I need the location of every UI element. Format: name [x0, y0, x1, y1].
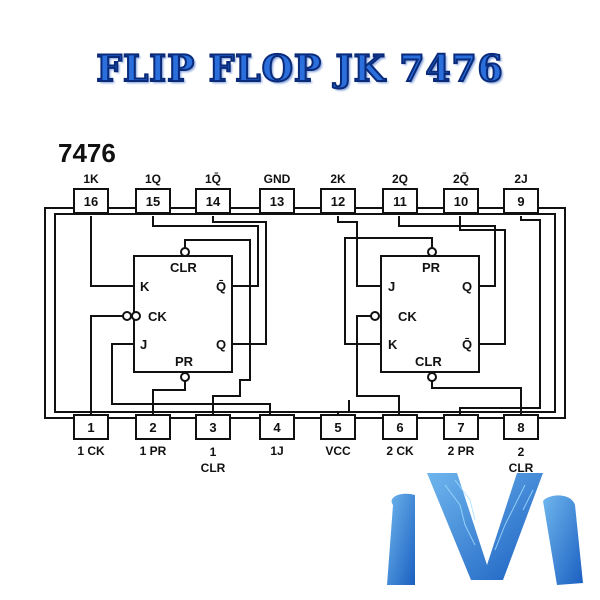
pin-14-label: 1Q̄ — [204, 172, 221, 186]
pin-16-label: 1K — [83, 172, 99, 186]
pin-16: 16 — [73, 188, 109, 214]
page-title: FLIP FLOP JK 7476 — [95, 47, 504, 91]
ff2-pr-label: PR — [422, 260, 441, 275]
m-logo-icon — [387, 473, 583, 585]
pin-12: 12 — [320, 188, 356, 214]
pin-5: 5 — [320, 414, 356, 440]
ff1-q-label: Q — [216, 337, 226, 352]
ff1-k-label: K — [140, 279, 150, 294]
ff2-ck-label: CK — [398, 309, 417, 324]
pin-1: 1 — [73, 414, 109, 440]
chip-name: 7476 — [58, 138, 116, 168]
pin-9-label: 2J — [514, 172, 528, 186]
pin-14: 14 — [195, 188, 231, 214]
ff2-k-label: K — [388, 337, 398, 352]
pin-5-label: VCC — [325, 444, 351, 458]
pin-8-label: 2 CLR — [508, 445, 534, 475]
pin-13-label: GND — [263, 172, 291, 186]
pin-3: 3 — [195, 414, 231, 440]
pin-6: 6 — [382, 414, 418, 440]
pin-2: 2 — [135, 414, 171, 440]
pin-12-label: 2K — [330, 172, 346, 186]
pin-4-label: 1J — [270, 444, 284, 458]
pin-1-label: 1 CK — [77, 444, 105, 458]
pin-15-label: 1Q — [144, 172, 161, 186]
ff1-ck-label: CK — [148, 309, 167, 324]
ff2-j-label: J — [388, 279, 395, 294]
pin-10-label: 2Q̄ — [452, 172, 469, 186]
ff2-qbar-label: Q̄ — [462, 337, 472, 352]
pin-13: 13 — [259, 188, 295, 214]
pin-2-label: 1 PR — [139, 444, 167, 458]
pin-11-label: 2Q — [391, 172, 408, 186]
pin-8: 8 — [503, 414, 539, 440]
pin-6-label: 2 CK — [386, 444, 414, 458]
ff1-clr-label: CLR — [170, 260, 197, 275]
ff1-qbar-label: Q̄ — [216, 279, 226, 294]
pin-7-label: 2 PR — [447, 444, 475, 458]
pin-11: 11 — [382, 188, 418, 214]
pin-9: 9 — [503, 188, 539, 214]
pin-10: 10 — [443, 188, 479, 214]
pin-15: 15 — [135, 188, 171, 214]
pin-7: 7 — [443, 414, 479, 440]
ff1-pr-label: PR — [175, 354, 194, 369]
ff2-clr-label: CLR — [415, 354, 442, 369]
ff2-q-label: Q — [462, 279, 472, 294]
ff1-j-label: J — [140, 337, 147, 352]
pin-4: 4 — [259, 414, 295, 440]
pin-3-label: 1 CLR — [200, 445, 226, 475]
